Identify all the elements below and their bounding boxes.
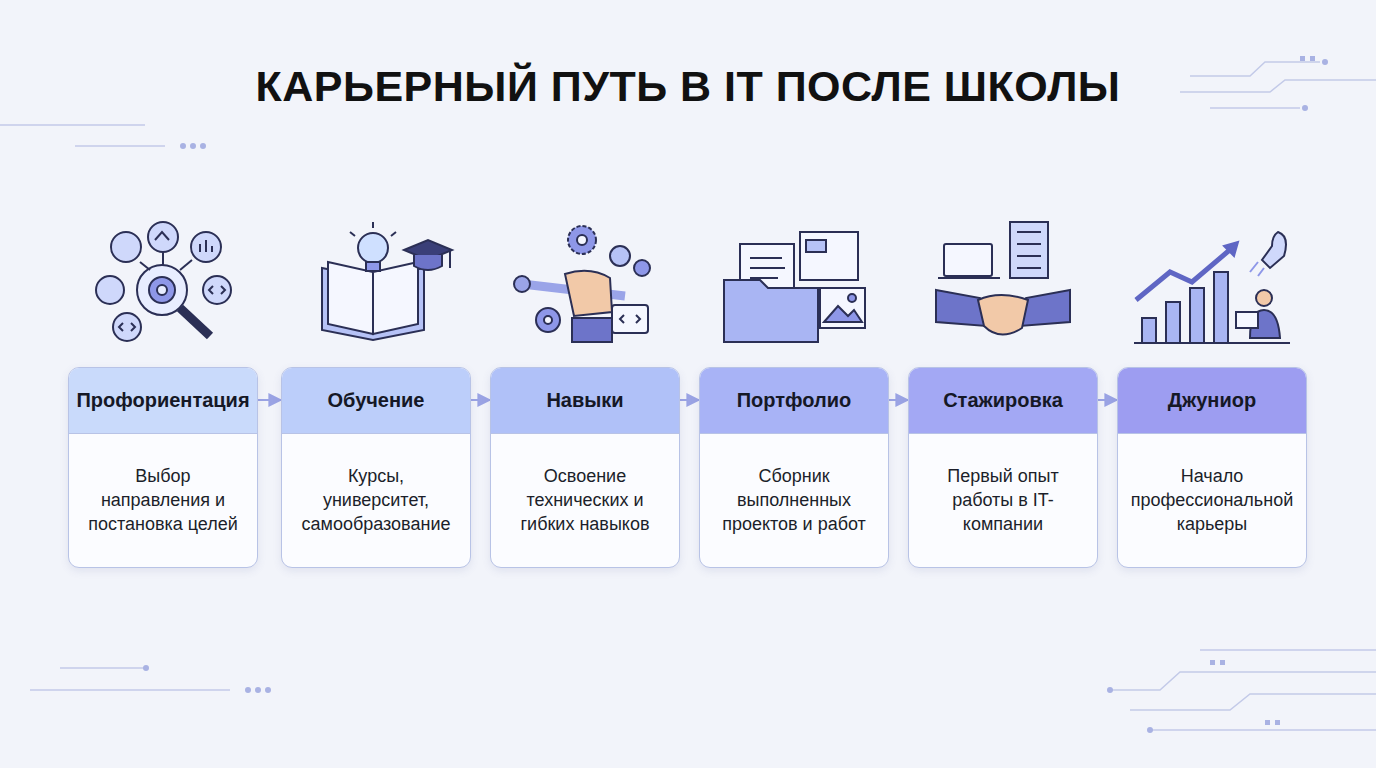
stage-description: Первый опыт работы в IT-компании — [921, 464, 1085, 536]
flow-arrow — [889, 399, 908, 401]
stage-body: Курсы, университет, самообразование — [282, 434, 470, 566]
stage-body: Выбор направления и постановка целей — [69, 434, 257, 566]
stage-title: Портфолио — [737, 389, 852, 412]
stage-description: Начало профессиональной карьеры — [1130, 464, 1294, 536]
stage-body: Сборник выполненных проектов и работ — [700, 434, 888, 566]
flow-arrow — [471, 399, 490, 401]
stage-title: Джуниор — [1168, 389, 1256, 412]
junior-icon — [1134, 232, 1290, 343]
stage-card: ДжуниорНачало профессиональной карьеры — [1117, 367, 1307, 568]
circuit-lines — [0, 62, 1376, 730]
stage-card: ПортфолиоСборник выполненных проектов и … — [699, 367, 889, 568]
flow-arrow — [680, 399, 699, 401]
stage-card: НавыкиОсвоение технических и гибких навы… — [490, 367, 680, 568]
portfolio-icon — [724, 232, 865, 342]
stage-title: Профориентация — [76, 389, 249, 412]
stage-body: Первый опыт работы в IT-компании — [909, 434, 1097, 566]
stage-card: СтажировкаПервый опыт работы в IT-компан… — [908, 367, 1098, 568]
stage-description: Выбор направления и постановка целей — [81, 464, 245, 536]
stage-description: Курсы, университет, самообразование — [294, 464, 458, 536]
flow-arrow — [1098, 399, 1117, 401]
learning-icon — [322, 222, 452, 340]
circuit-dots — [143, 56, 1328, 733]
stage-description: Освоение технических и гибких навыков — [503, 464, 667, 536]
stage-title: Навыки — [546, 389, 623, 412]
flow-arrow — [258, 399, 281, 401]
diagram-title: КАРЬЕРНЫЙ ПУТЬ В IT ПОСЛЕ ШКОЛЫ — [0, 62, 1376, 111]
stage-header: Профориентация — [69, 368, 257, 434]
stage-title: Стажировка — [943, 389, 1063, 412]
stage-title: Обучение — [327, 389, 424, 412]
stage-body: Освоение технических и гибких навыков — [491, 434, 679, 566]
stage-description: Сборник выполненных проектов и работ — [712, 464, 876, 536]
stage-card: ПрофориентацияВыбор направления и постан… — [68, 367, 258, 568]
stage-card: ОбучениеКурсы, университет, самообразова… — [281, 367, 471, 568]
stage-header: Навыки — [491, 368, 679, 434]
stage-body: Начало профессиональной карьеры — [1118, 434, 1306, 566]
skills-icon — [514, 226, 650, 342]
orientation-icon — [96, 222, 231, 341]
stage-header: Стажировка — [909, 368, 1097, 434]
internship-icon — [936, 222, 1070, 335]
stage-header: Портфолио — [700, 368, 888, 434]
stage-header: Джуниор — [1118, 368, 1306, 434]
stage-header: Обучение — [282, 368, 470, 434]
